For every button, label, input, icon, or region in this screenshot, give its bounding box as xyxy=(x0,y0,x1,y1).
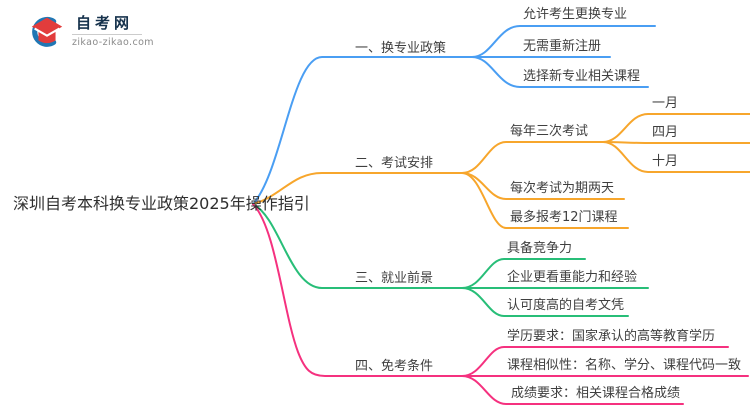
link-branch2-grandchild1 xyxy=(602,113,750,143)
logo-title: 自考网 xyxy=(76,14,134,32)
branch-2-subtopic-1-child-2[interactable]: 四月 xyxy=(652,125,679,140)
link-branch2-grandchild3 xyxy=(602,141,750,173)
branch-2-subtopic-1[interactable]: 每年三次考试 xyxy=(510,124,589,139)
branch-4-subtopic-1[interactable]: 学历要求：国家承认的高等教育学历 xyxy=(507,329,716,344)
branch-3-subtopic-3[interactable]: 认可度高的自考文凭 xyxy=(507,298,625,313)
branch-1-subtopic-2[interactable]: 无需重新注册 xyxy=(523,39,602,54)
link-branch4-trunk xyxy=(252,203,463,377)
link-branch3-child3 xyxy=(461,287,629,317)
root-topic[interactable]: 深圳自考本科换专业政策2025年操作指引 xyxy=(13,194,310,213)
link-branch2-child1 xyxy=(461,141,604,174)
branch-3-subtopic-1[interactable]: 具备竞争力 xyxy=(507,241,573,256)
branch-3-topic[interactable]: 三、就业前景 xyxy=(355,271,434,286)
branch-3-subtopic-2[interactable]: 企业更看重能力和经验 xyxy=(507,270,638,285)
branch-1-topic[interactable]: 一、换专业政策 xyxy=(355,41,447,56)
link-branch1-trunk xyxy=(252,56,473,205)
logo-domain: zikao-zikao.com xyxy=(72,37,154,48)
branch-2-subtopic-2[interactable]: 每次考试为期两天 xyxy=(510,181,615,196)
branch-2-subtopic-3[interactable]: 最多报考12门课程 xyxy=(510,210,618,225)
link-branch4-child3 xyxy=(461,375,684,405)
link-branch1-child3 xyxy=(471,56,649,88)
branch-4-topic[interactable]: 四、免考条件 xyxy=(355,359,434,374)
link-branch2-child3 xyxy=(461,172,629,229)
branch-2-subtopic-1-child-3[interactable]: 十月 xyxy=(652,154,679,169)
logo-divider xyxy=(72,34,142,35)
link-branch1-child1 xyxy=(471,25,656,58)
branch-1-subtopic-3[interactable]: 选择新专业相关课程 xyxy=(523,69,641,84)
branch-4-subtopic-2[interactable]: 课程相似性：名称、学分、课程代码一致 xyxy=(507,358,742,373)
graduation-cap-icon xyxy=(31,16,63,47)
site-logo[interactable]: 自考网 zikao-zikao.com xyxy=(28,11,154,49)
branch-4-subtopic-3[interactable]: 成绩要求：相关课程合格成绩 xyxy=(511,386,681,401)
branch-1-subtopic-1[interactable]: 允许考生更换专业 xyxy=(523,7,628,22)
branch-2-subtopic-1-child-1[interactable]: 一月 xyxy=(652,96,679,111)
link-branch3-trunk xyxy=(252,203,463,289)
link-branch2-trunk xyxy=(252,172,463,205)
link-branch2-grandchild2 xyxy=(602,141,750,144)
branch-2-topic[interactable]: 二、考试安排 xyxy=(355,156,434,171)
